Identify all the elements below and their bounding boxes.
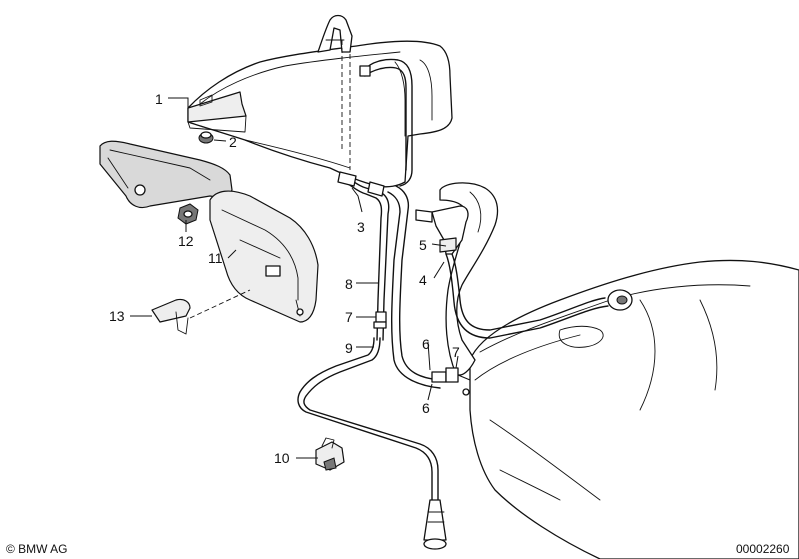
callout-labels: 1 2 3 5 4 8 7 9 6 7 6 10 11 12 13 (109, 91, 460, 466)
callout-7-left: 7 (345, 309, 353, 325)
grommet (198, 131, 214, 144)
clip (151, 289, 251, 335)
heat-shield (209, 190, 319, 323)
lower-connector (431, 367, 471, 396)
retaining-clip (315, 437, 345, 471)
lower-vent-pipe (297, 337, 447, 550)
hex-nut (177, 203, 199, 225)
expansion-tank (187, 40, 453, 188)
callout-9: 9 (345, 340, 353, 356)
vent-elbow (317, 14, 353, 170)
mounting-bracket (99, 140, 233, 209)
hose-connector-upper (415, 209, 433, 223)
callout-4: 4 (419, 272, 427, 288)
upper-hose (359, 58, 413, 187)
leader-lines (130, 97, 459, 459)
callout-2: 2 (229, 134, 237, 150)
copyright-label: © BMW AG (6, 542, 68, 556)
vent-hoses (337, 171, 441, 389)
callout-3: 3 (357, 219, 365, 235)
return-hose (431, 205, 633, 339)
callout-6-lower: 6 (422, 400, 430, 416)
callout-12: 12 (178, 233, 194, 249)
fuel-tank (469, 259, 799, 559)
callout-6-upper: 6 (422, 336, 430, 352)
diagram-number: 00002260 (736, 542, 790, 556)
callout-11: 11 (208, 250, 223, 266)
callout-10: 10 (274, 450, 290, 466)
callout-7-right: 7 (452, 344, 460, 360)
callout-1: 1 (155, 91, 163, 107)
callout-5: 5 (419, 237, 427, 253)
callout-13: 13 (109, 308, 125, 324)
callout-8: 8 (345, 276, 353, 292)
